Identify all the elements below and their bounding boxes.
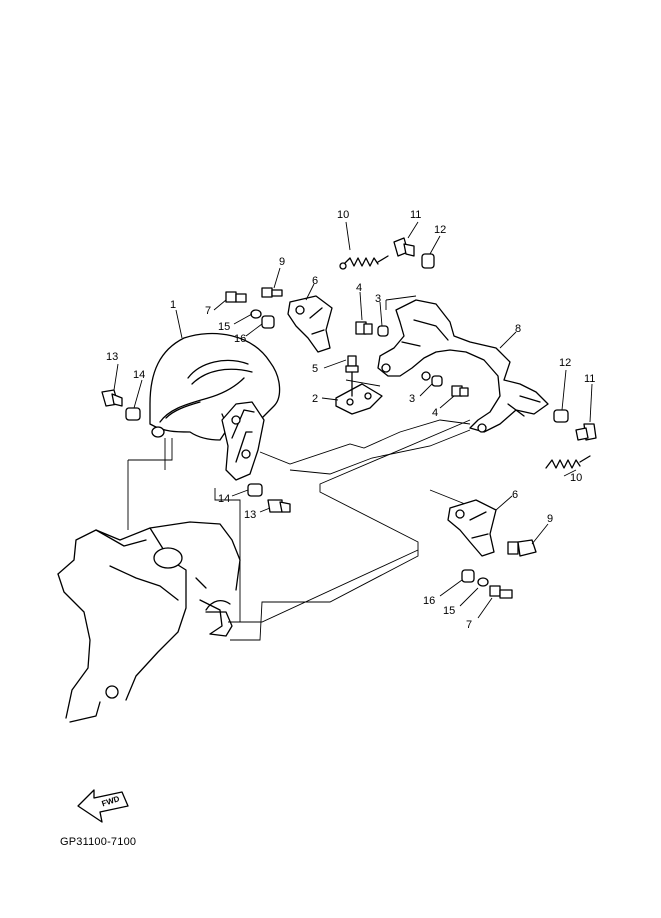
part-washer-15-upper [250, 309, 262, 319]
part-cover-bracket [221, 401, 265, 481]
diagram-code: GP31100-7100 [60, 836, 137, 848]
label-6-lower: 6 [512, 489, 518, 501]
part-bolt-13-left [101, 389, 123, 407]
part-pin [345, 355, 359, 397]
part-labels: 1 2 3 3 4 4 5 6 6 7 7 8 9 9 10 10 11 11 … [106, 209, 595, 631]
label-3-upper: 3 [375, 293, 381, 305]
part-bolt-9-upper [261, 287, 283, 298]
label-5-pin: 5 [312, 363, 318, 375]
part-bolt-7-lower [489, 585, 513, 599]
label-2-plate: 2 [312, 393, 318, 405]
label-13-lower: 13 [244, 509, 256, 521]
part-spring-10-upper [339, 255, 389, 270]
part-bolt-11-lower [575, 423, 597, 441]
label-7-lower: 7 [466, 619, 472, 631]
label-1-cover: 1 [170, 299, 176, 311]
label-9-upper: 9 [279, 256, 285, 268]
part-plate [335, 383, 383, 415]
part-collar-16-upper [261, 315, 275, 329]
fwd-arrow-icon: FWD [77, 789, 129, 823]
label-6-upper: 6 [312, 275, 318, 287]
part-collar-3-upper [377, 325, 389, 337]
label-12-upper: 12 [434, 224, 446, 236]
part-collar-16-lower [461, 569, 475, 583]
part-bolt-13-lower [267, 499, 291, 513]
part-bolt-4-upper [355, 321, 373, 335]
label-4-lower: 4 [432, 407, 438, 419]
label-10-upper: 10 [337, 209, 349, 221]
label-14-lower: 14 [218, 493, 230, 505]
part-bolt-9-lower [507, 539, 537, 557]
label-7-upper: 7 [205, 305, 211, 317]
label-10-lower: 10 [570, 472, 582, 484]
engine-housing [57, 521, 241, 723]
label-15-upper: 15 [218, 321, 230, 333]
label-9-lower: 9 [547, 513, 553, 525]
label-16-upper: 16 [234, 333, 246, 345]
part-washer-15-lower [477, 577, 489, 587]
label-16-lower: 16 [423, 595, 435, 607]
part-bolt-4-lower [451, 385, 469, 397]
part-spring-10-lower [545, 455, 591, 469]
label-12-lower: 12 [559, 357, 571, 369]
part-bracket-8 [377, 299, 549, 433]
leader-lines [113, 221, 593, 619]
part-bolt-11-upper [393, 237, 415, 257]
label-3-lower: 3 [409, 393, 415, 405]
part-bracket-6-lower [447, 499, 497, 557]
part-bracket-6-upper [287, 295, 333, 353]
label-13-left: 13 [106, 351, 118, 363]
label-11-lower: 11 [584, 373, 595, 385]
label-11-upper: 11 [410, 209, 421, 221]
part-collar-14-lower [247, 483, 263, 497]
label-14-left: 14 [133, 369, 145, 381]
part-collar-12-lower [553, 409, 569, 423]
label-4-upper: 4 [356, 282, 362, 294]
part-collar-12-upper [421, 253, 435, 269]
part-collar-3-lower [431, 375, 443, 387]
part-bolt-7-upper [225, 291, 247, 303]
label-8-bracket: 8 [515, 323, 521, 335]
label-15-lower: 15 [443, 605, 455, 617]
part-collar-14-left [125, 407, 141, 421]
